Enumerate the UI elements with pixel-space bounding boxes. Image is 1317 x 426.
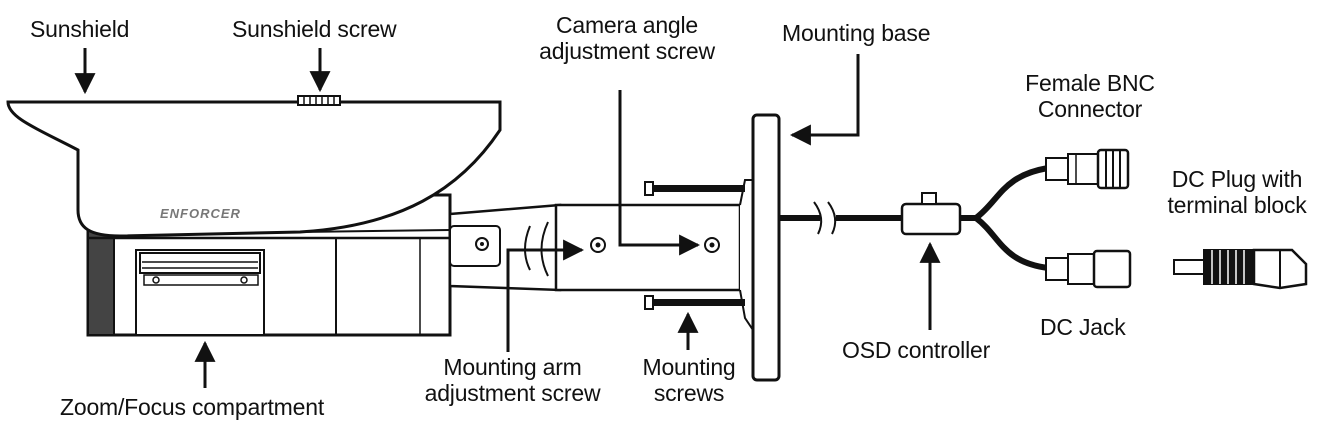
- label-female-bnc: Female BNC Connector: [1010, 70, 1170, 122]
- label-osd-controller: OSD controller: [842, 337, 991, 363]
- label-camera-angle-line1: Camera angle: [555, 12, 699, 38]
- arrow-mounting-arm-screw: [506, 239, 585, 352]
- cable: [779, 201, 902, 235]
- brand-logo: ENFORCER: [160, 206, 241, 221]
- label-mounting-screws: Mounting screws: [630, 354, 748, 406]
- sunshield-screw: [297, 95, 341, 106]
- label-sunshield-screw: Sunshield screw: [232, 16, 397, 42]
- label-mounting-screws-line1: Mounting: [642, 354, 736, 380]
- label-dc-jack: DC Jack: [1040, 314, 1126, 340]
- label-mounting-arm-screw: Mounting arm adjustment screw: [410, 354, 615, 406]
- zoom-focus-compartment: [135, 249, 265, 336]
- label-mounting-screws-line2: screws: [653, 380, 725, 406]
- arrow-camera-angle-screw: [618, 90, 701, 256]
- label-dc-plug: DC Plug with terminal block: [1160, 166, 1314, 218]
- label-mounting-arm-line1: Mounting arm: [443, 354, 582, 380]
- female-bnc-connector: [1045, 148, 1130, 190]
- dc-jack: [1045, 249, 1132, 289]
- label-female-bnc-line1: Female BNC: [1025, 70, 1155, 96]
- label-mounting-arm-line2: adjustment screw: [424, 380, 601, 406]
- label-zoom-focus: Zoom/Focus compartment: [60, 394, 325, 420]
- label-camera-angle-line2: adjustment screw: [539, 38, 715, 64]
- label-mounting-base: Mounting base: [782, 20, 931, 46]
- mounting-screws: [644, 181, 745, 310]
- mounting-base: [751, 113, 781, 382]
- label-camera-angle-screw: Camera angle adjustment screw: [512, 12, 742, 64]
- label-sunshield: Sunshield: [30, 16, 130, 42]
- split-cable: [974, 165, 1049, 271]
- label-dc-plug-line2: terminal block: [1167, 192, 1307, 218]
- label-female-bnc-line2: Connector: [1037, 96, 1143, 122]
- callout-arrows: [74, 48, 941, 388]
- arrow-mounting-base: [789, 54, 860, 146]
- mounting-arm: [448, 179, 754, 334]
- label-dc-plug-line1: DC Plug with: [1171, 166, 1303, 192]
- dc-plug-terminal-block: [1173, 248, 1308, 290]
- sunshield: [6, 100, 502, 238]
- osd-controller: [900, 192, 976, 236]
